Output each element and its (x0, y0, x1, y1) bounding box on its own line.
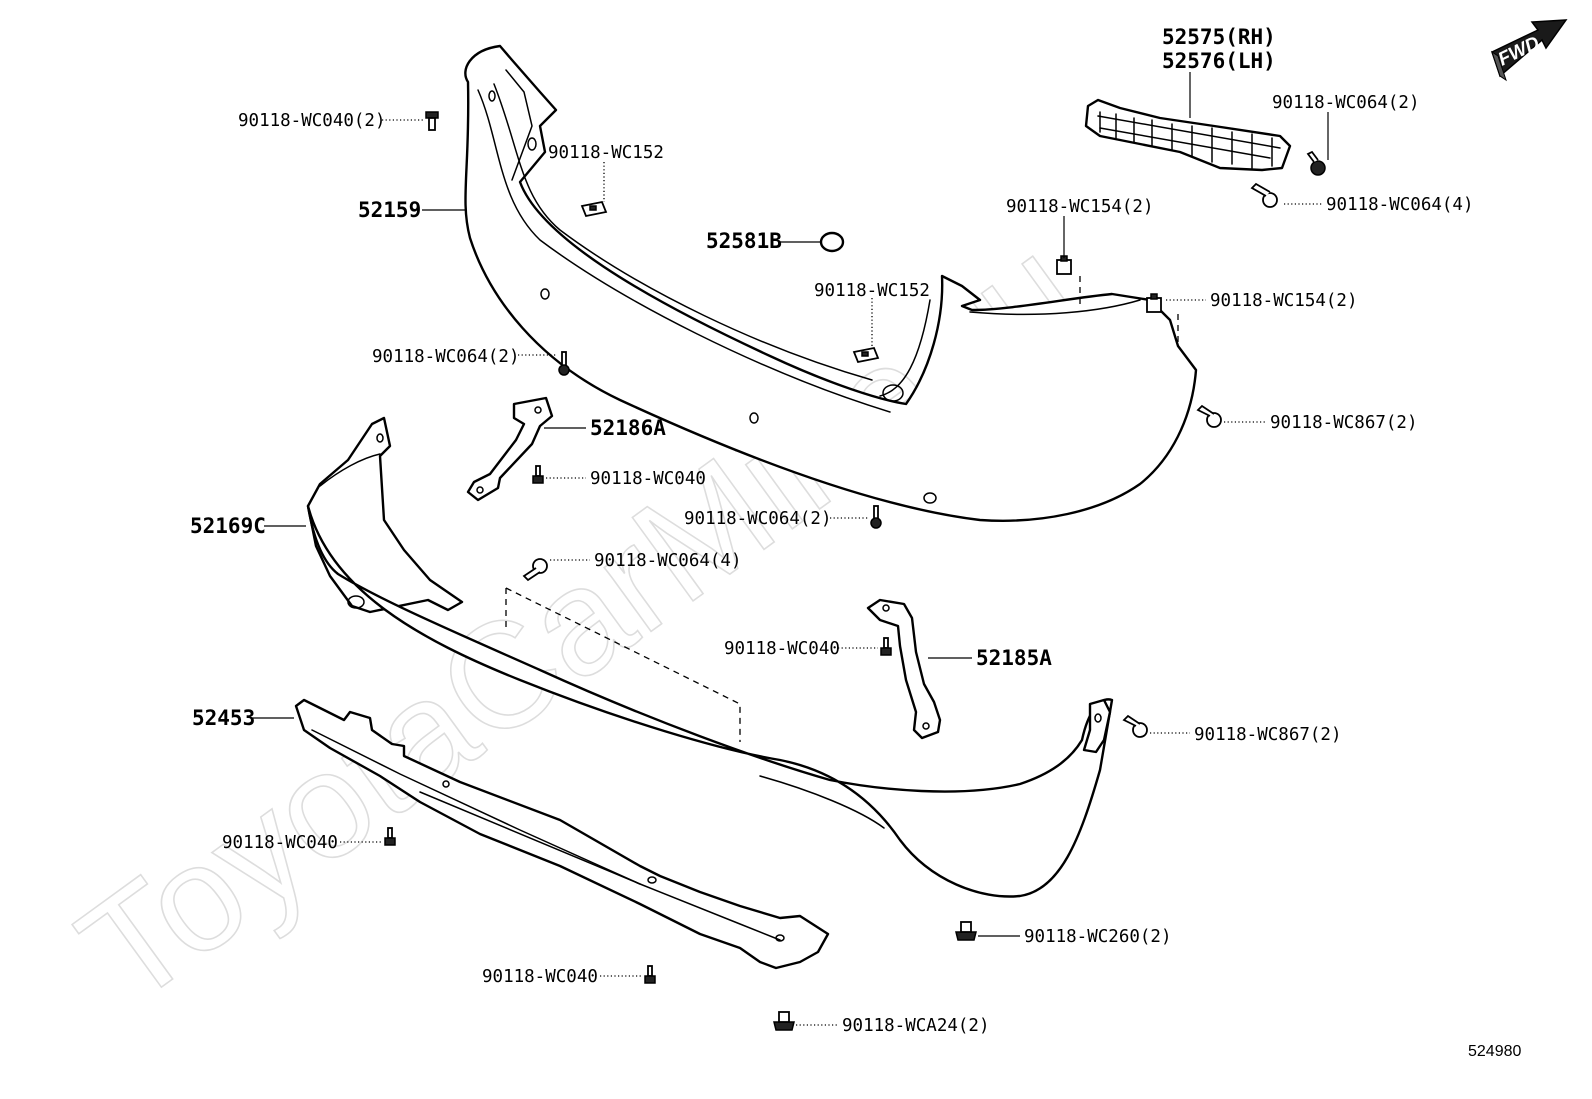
clip-nut-icon (852, 346, 880, 364)
bolt-icon (644, 965, 656, 984)
label-wc064-2-top-right: 90118-WC064(2) (1272, 93, 1420, 113)
label-wc064-4-middle: 90118-WC064(4) (594, 551, 742, 571)
part-52575-bracket (1084, 98, 1292, 172)
label-wc064-2-middle: 90118-WC064(2) (684, 509, 832, 529)
screw-icon (1306, 150, 1326, 176)
label-52576: 52576(LH) (1162, 49, 1276, 73)
fwd-arrow-icon (1491, 19, 1568, 82)
screw-icon (1196, 404, 1222, 428)
diagram-reference-number: 524980 (1468, 1043, 1521, 1060)
label-52186a: 52186A (590, 416, 666, 440)
label-52575: 52575(RH) (1162, 25, 1276, 49)
clip-nut-icon (580, 200, 608, 218)
label-wc040-c: 90118-WC040 (222, 833, 338, 853)
label-wc867-2-b: 90118-WC867(2) (1194, 725, 1342, 745)
label-wc064-2-left: 90118-WC064(2) (372, 347, 520, 367)
label-wc152-a: 90118-WC152 (548, 143, 664, 163)
bolt-icon (880, 637, 892, 656)
push-clip-icon (773, 1011, 795, 1031)
screw-icon (1250, 182, 1278, 208)
leader-lines (252, 72, 1329, 1026)
label-wca24-2: 90118-WCA24(2) (842, 1016, 990, 1036)
label-wc040-2: 90118-WC040(2) (238, 111, 386, 131)
screw-icon (522, 558, 548, 582)
part-52185a-bracket (866, 598, 942, 740)
screw-icon (558, 351, 570, 376)
label-52581b: 52581B (706, 229, 782, 253)
part-52453-lower-skid (294, 698, 830, 970)
part-52169c-bumper-cover (306, 416, 1114, 898)
label-52159: 52159 (358, 198, 421, 222)
label-wc154-2-a: 90118-WC154(2) (1006, 197, 1154, 217)
clip-icon (1146, 293, 1162, 313)
label-wc152-b: 90118-WC152 (814, 281, 930, 301)
license-area-dashed-outline (505, 587, 741, 742)
fastener-icons (384, 111, 1326, 1031)
label-52169c: 52169C (190, 514, 266, 538)
push-clip-icon (955, 921, 977, 941)
label-wc867-2-a: 90118-WC867(2) (1270, 413, 1418, 433)
part-52581b-cap (819, 231, 845, 253)
part-52186a-bracket (466, 396, 554, 502)
label-52185a: 52185A (976, 646, 1052, 670)
screw-icon (1122, 714, 1148, 738)
label-wc040-a: 90118-WC040 (590, 469, 706, 489)
screw-icon (870, 505, 882, 529)
part-52159-outline (464, 44, 1198, 522)
label-wc064-4-top-right: 90118-WC064(4) (1326, 195, 1474, 215)
label-52453: 52453 (192, 706, 255, 730)
bolt-icon (425, 111, 439, 131)
bolt-icon (532, 465, 544, 484)
label-wc260-2: 90118-WC260(2) (1024, 927, 1172, 947)
label-wc040-d: 90118-WC040 (482, 967, 598, 987)
label-wc040-b: 90118-WC040 (724, 639, 840, 659)
bolt-icon (384, 827, 396, 846)
label-wc154-2-b: 90118-WC154(2) (1210, 291, 1358, 311)
clip-icon (1056, 255, 1072, 275)
